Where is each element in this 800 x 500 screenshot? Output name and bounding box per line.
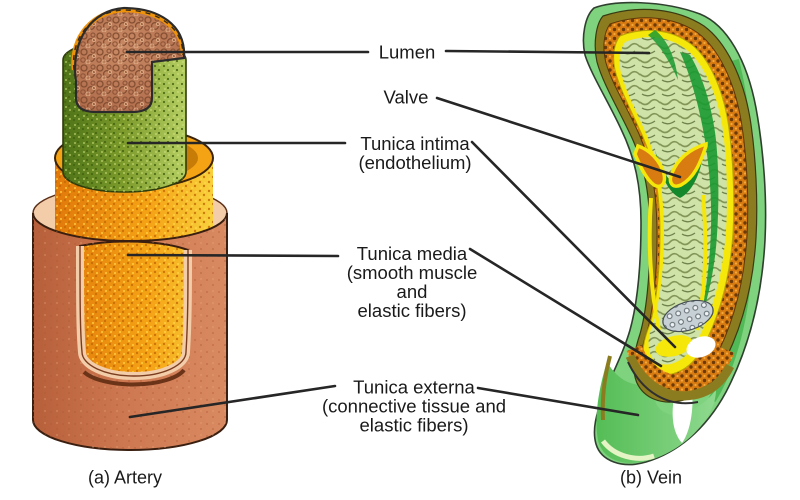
label-tunica-externa-sub2: elastic fibers) — [359, 414, 469, 436]
label-tunica-media-sub1: (smooth muscle — [346, 262, 478, 283]
label-tunica-intima: Tunica intima (endothelium) — [358, 134, 471, 172]
leader-lumen-vein — [444, 49, 651, 55]
label-tunica-media-sub3: elastic fibers) — [357, 300, 467, 321]
label-tunica-intima-title: Tunica intima — [360, 133, 470, 154]
leader-lines — [125, 49, 682, 419]
label-tunica-externa: Tunica externa (connective tissue and el… — [322, 378, 506, 435]
label-tunica-media-title: Tunica media — [356, 243, 468, 264]
leader-externa-vein — [476, 386, 640, 417]
artery-illustration — [32, 6, 228, 451]
label-tunica-intima-sub: (endothelium) — [358, 152, 472, 173]
label-tunica-media: Tunica media (smooth muscle and elastic … — [347, 244, 478, 320]
leader-valve-vein — [435, 96, 682, 179]
label-tunica-externa-title: Tunica externa — [353, 376, 475, 398]
leader-media-vein — [468, 247, 663, 368]
label-lumen: Lumen — [378, 41, 436, 63]
vein-illustration — [582, 1, 767, 466]
label-valve: Valve — [383, 86, 429, 108]
label-tunica-externa-sub1: (connective tissue and — [321, 395, 507, 417]
caption-vein: (b) Vein — [619, 467, 683, 488]
leader-media-artery — [126, 253, 340, 258]
leader-intima-vein — [470, 140, 677, 349]
leader-externa-artery — [128, 384, 337, 419]
label-tunica-media-sub2: and — [396, 281, 428, 302]
caption-artery: (a) Artery — [87, 467, 163, 488]
